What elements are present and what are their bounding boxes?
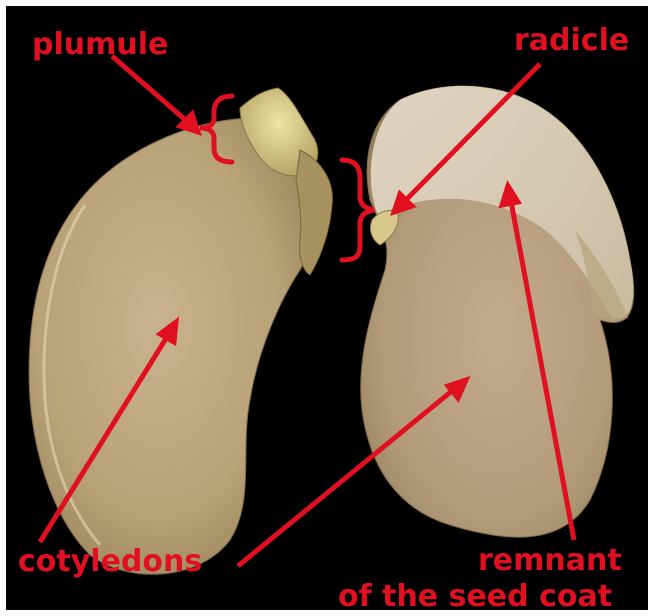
remnant-label-line2: of the seed coat: [338, 579, 612, 614]
plumule-label: plumule: [32, 27, 168, 62]
cotyledons-label: cotyledons: [18, 544, 202, 579]
remnant-label-line1: remnant: [478, 543, 622, 578]
radicle-label: radicle: [514, 23, 629, 58]
